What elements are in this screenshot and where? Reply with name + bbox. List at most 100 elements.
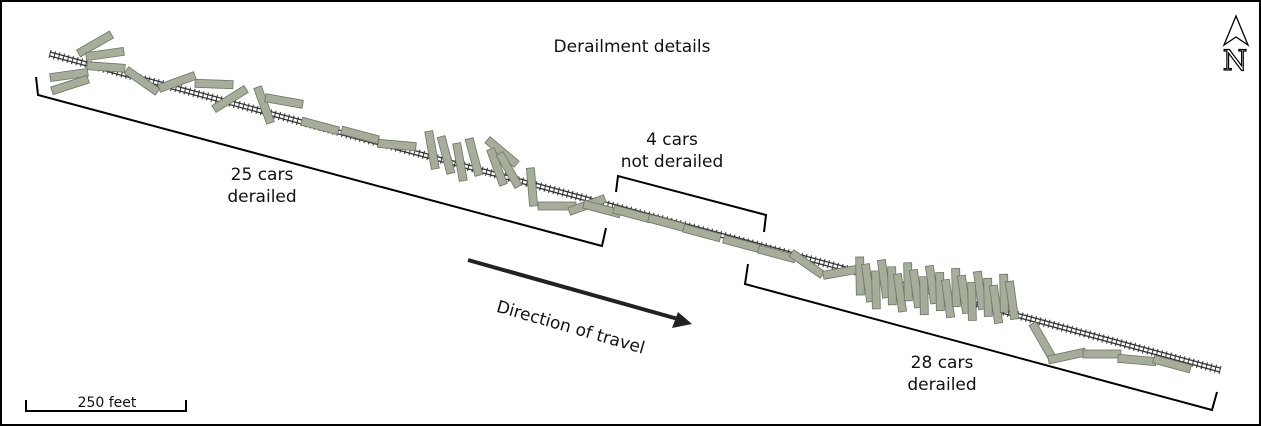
tie	[278, 111, 281, 121]
tie	[80, 58, 83, 67]
tie	[1191, 358, 1195, 367]
rail-car	[452, 142, 468, 182]
tie	[62, 53, 65, 62]
tie	[1137, 344, 1141, 353]
left-status: derailed	[227, 187, 297, 207]
tie	[1070, 325, 1073, 335]
rail-car	[1082, 349, 1122, 359]
tie	[1205, 362, 1208, 371]
rail-car	[612, 204, 652, 224]
tie	[75, 57, 79, 66]
tie	[1128, 341, 1132, 350]
direction-arrow	[467, 258, 679, 321]
tie	[237, 100, 241, 110]
tie	[1047, 319, 1051, 328]
tie	[813, 256, 817, 265]
tie	[557, 187, 560, 196]
tie	[1088, 330, 1091, 339]
rail-car	[211, 84, 249, 114]
bracket-right	[743, 263, 1218, 412]
rail-car	[788, 249, 826, 279]
tie	[1218, 365, 1222, 375]
tie	[206, 92, 209, 101]
tie	[233, 99, 236, 108]
tie	[1115, 337, 1118, 347]
tie	[1065, 324, 1069, 333]
tie	[552, 186, 556, 195]
arrowhead-icon	[672, 312, 692, 328]
rail-car	[486, 147, 508, 187]
tie	[1200, 361, 1204, 370]
tie	[1056, 322, 1060, 331]
scale-label: 250 feet	[77, 395, 137, 411]
rail-car	[1117, 353, 1157, 367]
tie	[1124, 340, 1127, 349]
tie	[282, 113, 286, 122]
rail-car	[1004, 280, 1020, 321]
tie	[1146, 346, 1150, 355]
tie	[201, 91, 205, 100]
tie	[1029, 314, 1033, 324]
rail-car	[264, 93, 304, 109]
rail-car	[967, 281, 977, 321]
tie	[575, 192, 578, 201]
tie	[1106, 335, 1109, 344]
tie	[1214, 364, 1217, 373]
rail-car	[1047, 347, 1087, 365]
rail-car	[377, 138, 417, 152]
rail-car	[49, 67, 89, 83]
tie	[296, 116, 299, 125]
tie	[1025, 313, 1028, 322]
tie	[539, 182, 542, 191]
tie	[1020, 312, 1024, 321]
rail-car	[464, 137, 484, 177]
rail-car	[436, 135, 456, 175]
bracket-middle	[615, 174, 768, 233]
right-group-label: 28 cars derailed	[882, 352, 1002, 396]
rail-car	[424, 130, 440, 170]
middle-group-label: 4 cars not derailed	[602, 129, 742, 173]
tie	[827, 260, 830, 269]
rail-car	[86, 61, 126, 73]
tie	[273, 110, 277, 119]
left-group-label: 25 cars derailed	[202, 164, 322, 208]
tie	[818, 257, 821, 266]
tie	[467, 162, 470, 172]
tie	[561, 188, 565, 197]
tie	[485, 167, 488, 177]
north-label: N	[1222, 44, 1248, 77]
tie	[1119, 339, 1123, 348]
rail-car	[253, 85, 275, 125]
tie	[291, 115, 295, 124]
tie	[179, 85, 182, 94]
rail-car	[871, 270, 881, 310]
diagram-title: Derailment details	[553, 37, 711, 57]
tie	[287, 114, 290, 123]
rail-car	[525, 167, 539, 207]
rail-car	[682, 223, 722, 243]
tie	[1196, 359, 1199, 369]
tie	[251, 104, 254, 113]
tie	[831, 261, 835, 270]
tie	[1079, 328, 1082, 337]
rail-car	[722, 234, 762, 254]
tie	[579, 193, 583, 202]
left-count: 25 cars	[230, 165, 294, 185]
tie	[417, 149, 421, 158]
rail-car	[157, 71, 197, 93]
tie	[1209, 363, 1213, 372]
rail-car	[50, 74, 90, 96]
north-arrow-icon	[1222, 14, 1250, 47]
tie	[570, 190, 574, 200]
right-count: 28 cars	[910, 353, 974, 373]
bracket-left	[35, 76, 607, 248]
tie	[71, 55, 74, 65]
rail-cars	[49, 30, 1192, 374]
tie	[422, 150, 425, 159]
rail-car	[194, 78, 234, 90]
right-status: derailed	[907, 375, 977, 395]
tie	[255, 105, 259, 115]
tie	[1061, 323, 1064, 332]
